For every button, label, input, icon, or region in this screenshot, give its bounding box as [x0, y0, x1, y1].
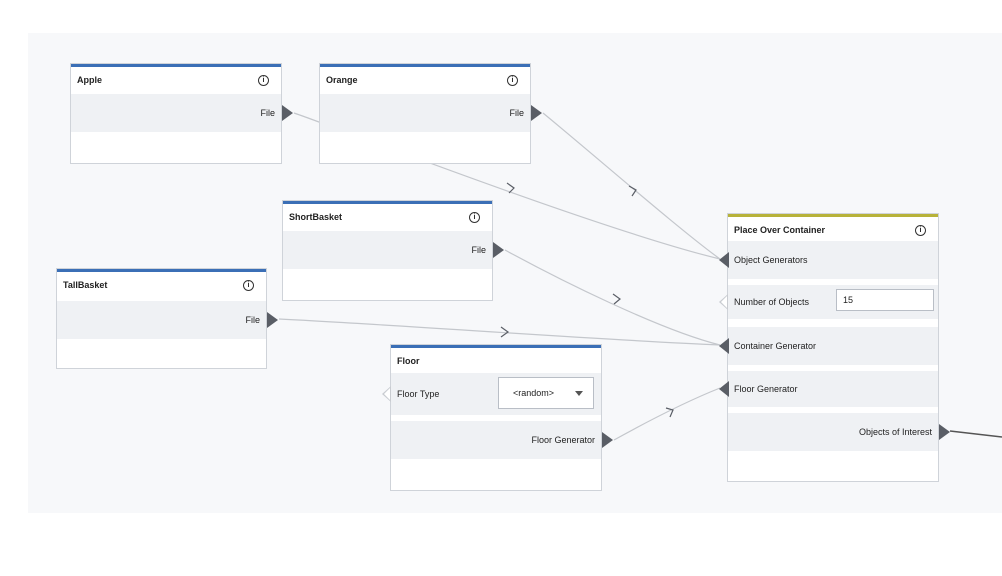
node-header: ShortBasket i [283, 201, 492, 229]
node-header: Place Over Container i [728, 214, 938, 242]
output-label: File [245, 315, 260, 325]
input-row-object-generators: Object Generators [719, 241, 938, 279]
input-label: Container Generator [734, 341, 817, 351]
output-row-file: File [57, 301, 278, 339]
floor-type-select[interactable]: <random> [498, 377, 594, 409]
node-title: ShortBasket [289, 212, 343, 222]
output-row-file: File [283, 231, 504, 269]
node-tallbasket[interactable]: TallBasket i File [56, 268, 278, 369]
output-port-icon[interactable] [282, 105, 293, 121]
node-floor[interactable]: Floor Floor Type <random> Floor Generato… [382, 344, 613, 491]
node-orange[interactable]: Orange i File [319, 63, 542, 164]
output-port-icon[interactable] [602, 432, 613, 448]
input-port-icon[interactable] [719, 252, 729, 268]
number-of-objects-input[interactable]: 15 [836, 289, 934, 311]
node-place-over-container[interactable]: Place Over Container i Object Generators… [719, 213, 950, 482]
output-port-icon[interactable] [531, 105, 542, 121]
node-title: Orange [326, 75, 358, 85]
input-port-icon[interactable] [382, 386, 391, 402]
input-value: 15 [843, 295, 854, 305]
node-shortbasket[interactable]: ShortBasket i File [282, 200, 504, 301]
output-row-file: File [71, 94, 293, 132]
output-port-icon[interactable] [267, 312, 278, 328]
info-icon[interactable]: i [507, 75, 518, 86]
node-header: Orange i [320, 64, 530, 92]
input-label: Object Generators [734, 255, 808, 265]
input-label: Floor Type [397, 389, 440, 399]
output-label: File [471, 245, 486, 255]
info-icon[interactable]: i [469, 212, 480, 223]
info-icon[interactable]: i [915, 225, 926, 236]
input-row-floor-type: Floor Type <random> [382, 373, 601, 415]
output-label: File [260, 108, 275, 118]
node-header: Apple i [71, 64, 281, 92]
node-header: Floor [391, 345, 601, 373]
node-title: Place Over Container [734, 225, 826, 235]
input-label: Number of Objects [734, 297, 810, 307]
node-apple[interactable]: Apple i File [70, 63, 293, 164]
input-port-icon[interactable] [719, 381, 729, 397]
output-label: Floor Generator [531, 435, 595, 445]
output-port-icon[interactable] [493, 242, 504, 258]
output-label: Objects of Interest [858, 427, 932, 437]
input-port-icon[interactable] [719, 338, 729, 354]
output-row-floor-generator: Floor Generator [391, 421, 613, 459]
output-row-objects-of-interest: Objects of Interest [728, 413, 950, 451]
chevron-down-icon [575, 391, 583, 396]
input-label: Floor Generator [734, 384, 798, 394]
node-title: TallBasket [63, 280, 108, 290]
input-row-container-generator: Container Generator [719, 327, 938, 365]
output-label: File [509, 108, 524, 118]
output-row-file: File [320, 94, 542, 132]
input-row-number-of-objects: Number of Objects 15 [719, 285, 938, 319]
info-icon[interactable]: i [258, 75, 269, 86]
input-row-floor-generator: Floor Generator [719, 371, 938, 407]
info-icon[interactable]: i [243, 280, 254, 291]
node-header: TallBasket i [57, 269, 266, 297]
output-port-icon[interactable] [939, 424, 950, 440]
node-title: Floor [397, 356, 420, 366]
node-title: Apple [77, 75, 103, 85]
input-port-icon[interactable] [719, 294, 728, 310]
select-value: <random> [513, 388, 555, 398]
